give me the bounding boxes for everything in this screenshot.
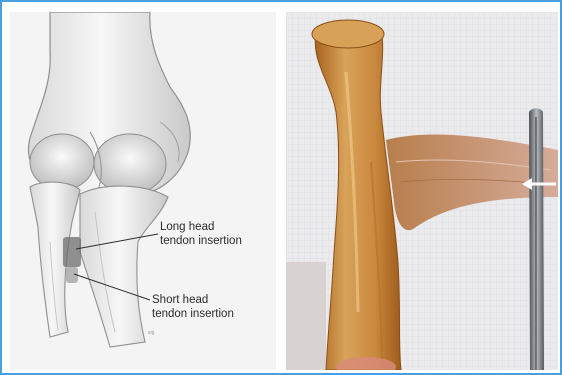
label-short-head: Short head tendon insertion (152, 293, 234, 321)
label-long-head-line1: Long head (160, 220, 242, 234)
anatomy-illustration: sig Long head tendon insertion Short hea… (10, 12, 276, 370)
elbow-bone-drawing: sig (10, 12, 276, 370)
label-short-head-line1: Short head (152, 293, 234, 307)
artist-signature: sig (148, 330, 155, 336)
label-long-head: Long head tendon insertion (160, 220, 242, 248)
label-long-head-line2: tendon insertion (160, 234, 242, 248)
specimen-drawing (286, 12, 558, 370)
specimen-photo (286, 12, 558, 370)
label-short-head-line2: tendon insertion (152, 307, 234, 321)
